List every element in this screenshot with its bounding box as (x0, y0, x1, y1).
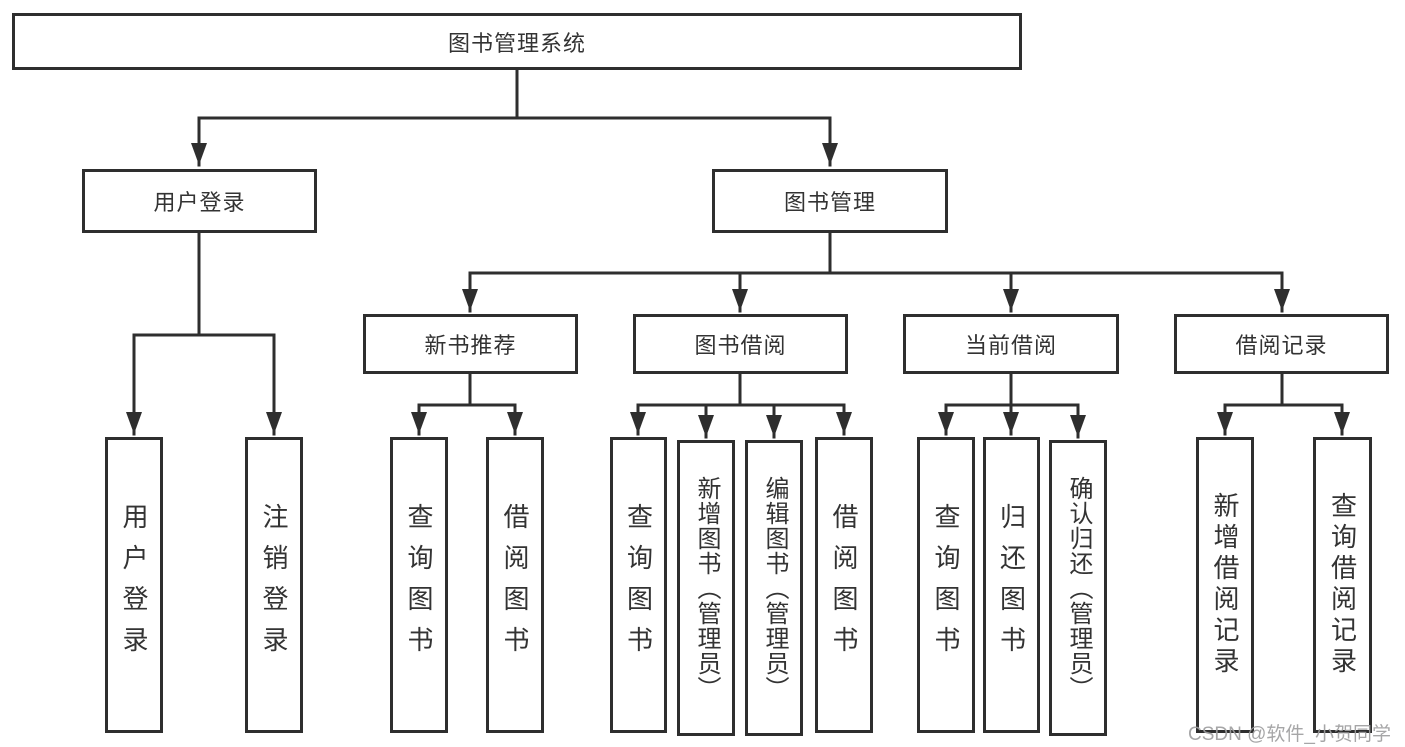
node-logout-action: 注销登录 (245, 437, 303, 733)
node-confirm-return-admin: 确认归还（管理员） (1049, 440, 1107, 736)
node-label: 用户登录 (153, 190, 246, 215)
node-current-borrowing: 当前借阅 (903, 314, 1119, 374)
node-borrowing-records: 借阅记录 (1174, 314, 1389, 374)
node-label: 借阅图书 (500, 503, 530, 667)
node-add-books-admin: 新增图书（管理员） (677, 440, 735, 736)
node-borrow-books-1: 借阅图书 (486, 437, 544, 733)
node-user-login-action: 用户登录 (105, 437, 163, 733)
node-label: 确认归还（管理员） (1065, 475, 1092, 701)
node-label: 图书管理系统 (447, 30, 586, 56)
node-label: 新增借阅记录 (1210, 492, 1240, 678)
node-label: 注销登录 (259, 503, 289, 667)
node-label: 查询借阅记录 (1327, 492, 1358, 678)
node-label: 用户登录 (119, 503, 149, 667)
node-label: 查询图书 (623, 503, 654, 667)
node-book-borrowing: 图书借阅 (633, 314, 848, 374)
node-label: 借阅记录 (1235, 333, 1328, 358)
node-label: 查询图书 (931, 503, 961, 667)
node-label: 当前借阅 (964, 333, 1057, 358)
node-return-books: 归还图书 (983, 437, 1040, 733)
node-query-books-2: 查询图书 (610, 437, 667, 733)
node-borrow-books-2: 借阅图书 (815, 437, 873, 733)
node-label: 新增图书（管理员） (693, 475, 720, 701)
node-book-management: 图书管理 (712, 169, 948, 233)
node-user-login: 用户登录 (82, 169, 317, 233)
node-label: 借阅图书 (829, 503, 859, 667)
node-add-borrow-record: 新增借阅记录 (1196, 437, 1254, 733)
node-label: 编辑图书（管理员） (761, 475, 788, 701)
node-query-books-3: 查询图书 (917, 437, 975, 733)
node-label: 归还图书 (996, 503, 1027, 667)
node-edit-books-admin: 编辑图书（管理员） (745, 440, 803, 736)
node-label: 新书推荐 (424, 333, 517, 358)
node-new-book-recommend: 新书推荐 (363, 314, 578, 374)
node-label: 图书借阅 (694, 333, 787, 358)
node-label: 查询图书 (404, 503, 434, 667)
node-query-books-1: 查询图书 (390, 437, 448, 733)
node-label: 图书管理 (783, 190, 876, 215)
node-library-management-system: 图书管理系统 (12, 13, 1022, 70)
watermark: CSDN @软件_小贺同学 (1188, 724, 1391, 745)
node-query-borrow-record: 查询借阅记录 (1313, 437, 1372, 733)
